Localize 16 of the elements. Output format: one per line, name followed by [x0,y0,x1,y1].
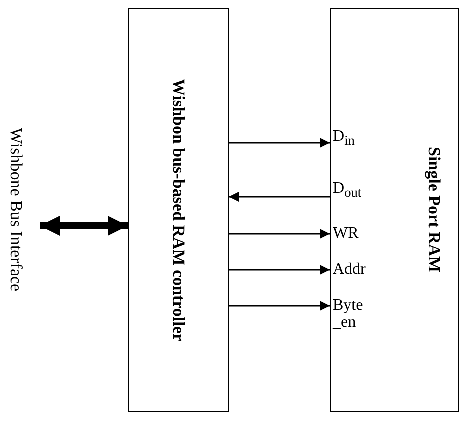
signal-name: D$_{in}$ [333,128,356,150]
arrow [229,301,330,311]
signal-name: Addr [333,261,367,278]
signal-name: Byte _en [333,297,364,331]
double-arrow [40,216,128,236]
signal-name: WR [333,225,360,242]
block-title: Wishbon bus-based RAM controller [168,78,188,342]
arrow [229,265,330,275]
block-title: Single Port RAM [424,147,444,273]
interface-label: Wishbone Bus Interface [2,8,30,412]
arrow [229,192,330,202]
block-box [128,8,229,412]
block-box [330,8,459,412]
arrow [229,138,330,148]
signal-name: D$_{out}$ [333,180,363,202]
arrow [229,229,330,239]
